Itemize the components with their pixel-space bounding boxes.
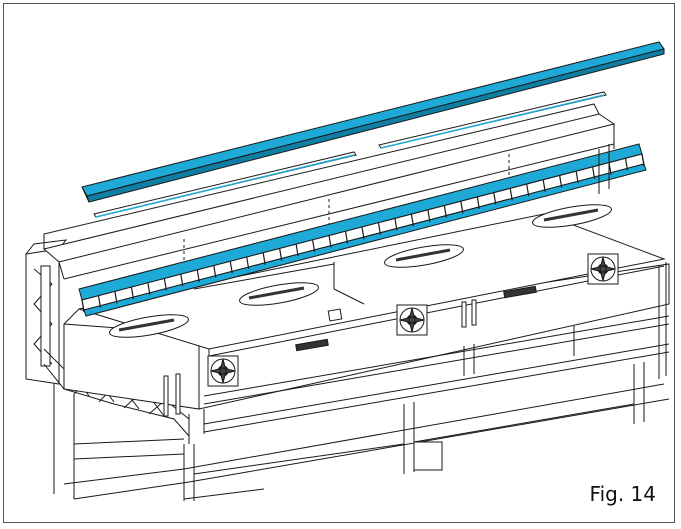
ladder-rung	[641, 153, 645, 167]
ladder-rung	[394, 218, 398, 231]
ladder-rung	[213, 265, 217, 278]
ladder-rung	[246, 256, 250, 270]
ladder-rung	[575, 171, 579, 184]
ladder-rung	[180, 274, 184, 287]
blue-ladder-rail	[78, 143, 647, 317]
ladder-rung	[196, 269, 200, 283]
ladder-rung	[279, 248, 283, 261]
cooling-fan	[396, 304, 428, 336]
ladder-rung	[559, 175, 563, 188]
dispenser-slot	[109, 314, 189, 338]
base-frame	[53, 362, 670, 501]
ladder-rung	[114, 291, 118, 304]
ladder-rung	[81, 299, 85, 313]
ladder-rung	[130, 287, 135, 300]
ladder-rung	[262, 252, 266, 265]
ladder-rung	[163, 278, 167, 291]
ladder-rung	[328, 235, 332, 248]
ladder-rung	[460, 201, 464, 214]
deck-posts	[163, 299, 477, 417]
top-blue-rail	[81, 41, 665, 203]
dispenser-slot	[384, 244, 464, 268]
ladder-rung	[526, 183, 530, 197]
ladder-rung	[542, 179, 546, 192]
thin-strip	[93, 91, 607, 218]
figure-frame: Fig. 14	[3, 3, 675, 523]
figure-caption: Fig. 14	[589, 482, 656, 506]
ladder-rung	[344, 231, 349, 244]
ladder-rung	[377, 222, 382, 235]
ladder-rung	[295, 244, 299, 257]
exploded-view-illustration	[25, 41, 670, 501]
ladder-rung	[591, 166, 596, 179]
ladder-rung	[443, 205, 447, 218]
ladder-rung	[624, 158, 629, 171]
ladder-rung	[361, 226, 365, 240]
ladder-rung	[410, 214, 415, 227]
ladder-rung	[509, 188, 513, 201]
ladder-rung	[427, 209, 431, 222]
ladder-rung	[229, 261, 233, 274]
dispenser-slot	[239, 282, 319, 306]
back-panel	[42, 103, 616, 280]
right-posts	[598, 144, 667, 379]
cooling-fan	[587, 253, 619, 285]
dispenser-slot	[532, 204, 612, 228]
ladder-rung	[493, 192, 497, 205]
ladder-rung	[97, 295, 102, 308]
top-deck	[78, 204, 666, 357]
cooling-fan	[207, 355, 239, 387]
ladder-rung	[476, 196, 480, 210]
ladder-rung	[147, 282, 151, 295]
ladder-rung	[311, 239, 316, 252]
